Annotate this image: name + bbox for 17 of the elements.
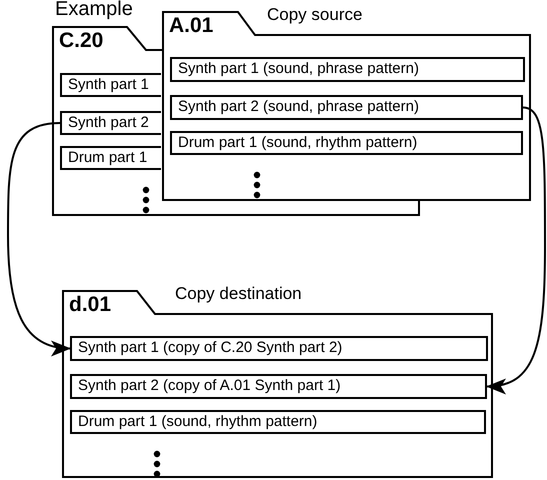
part-row: Drum part 1 (sound, rhythm pattern): [70, 410, 486, 434]
folder-caption: Copy destination: [175, 284, 302, 304]
part-row: Drum part 1: [60, 146, 161, 170]
part-row: Synth part 2 (copy of A.01 Synth part 1): [70, 374, 487, 399]
part-row: Synth part 1: [60, 73, 161, 97]
folder-heading: d.01: [69, 293, 112, 317]
part-row: Drum part 1 (sound, rhythm pattern): [170, 131, 523, 155]
folder-caption: Copy source: [267, 5, 362, 25]
diagram-title: Example: [55, 0, 133, 20]
curved-arrow: [7, 122, 71, 356]
part-row: Synth part 2 (sound, phrase pattern): [170, 95, 523, 120]
part-row: Synth part 2: [60, 111, 161, 135]
folder-heading: A.01: [169, 14, 214, 38]
part-row: Synth part 1 (copy of C.20 Synth part 2): [70, 336, 488, 361]
folder-heading: C.20: [59, 29, 104, 53]
curved-arrow: [486, 106, 546, 394]
part-row: Synth part 1 (sound, phrase pattern): [170, 57, 525, 82]
